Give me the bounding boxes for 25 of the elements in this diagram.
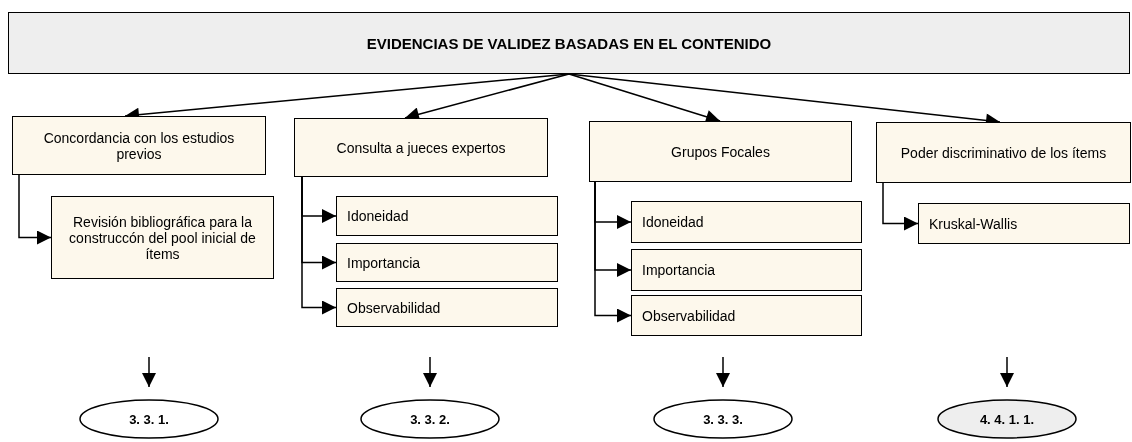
section-ellipse: 3. 3. 3. [653,399,793,439]
arrow [1000,356,1014,388]
item-box: Revisión bibliográfica para la construccón del pool inicial de ítems [51,196,274,279]
category-box: Concordancia con los estudios previos [12,116,266,175]
item-box: Observabilidad [336,288,558,327]
section-ellipse: 3. 3. 2. [360,399,500,439]
item-box: Observabilidad [631,295,862,336]
title-box: EVIDENCIAS DE VALIDEZ BASADAS EN EL CONTENIDO [8,12,1130,74]
arrow [301,176,337,315]
arrow [594,181,632,323]
arrow [716,356,730,388]
item-box: Importancia [336,243,558,282]
category-box: Grupos Focales [589,121,852,182]
arrow [423,356,437,388]
arrow [882,182,919,231]
section-ellipse: 3. 3. 1. [79,399,219,439]
category-box: Poder discriminativo de los ítems [876,122,1131,183]
item-box: Kruskal-Wallis [918,203,1130,244]
category-box: Consulta a jueces expertos [294,118,548,177]
arrow [142,356,156,388]
item-box: Importancia [631,249,862,291]
item-box: Idoneidad [631,201,862,243]
section-ellipse: 4. 4. 1. 1. [937,399,1077,439]
item-box: Idoneidad [336,196,558,236]
arrow [18,174,52,245]
